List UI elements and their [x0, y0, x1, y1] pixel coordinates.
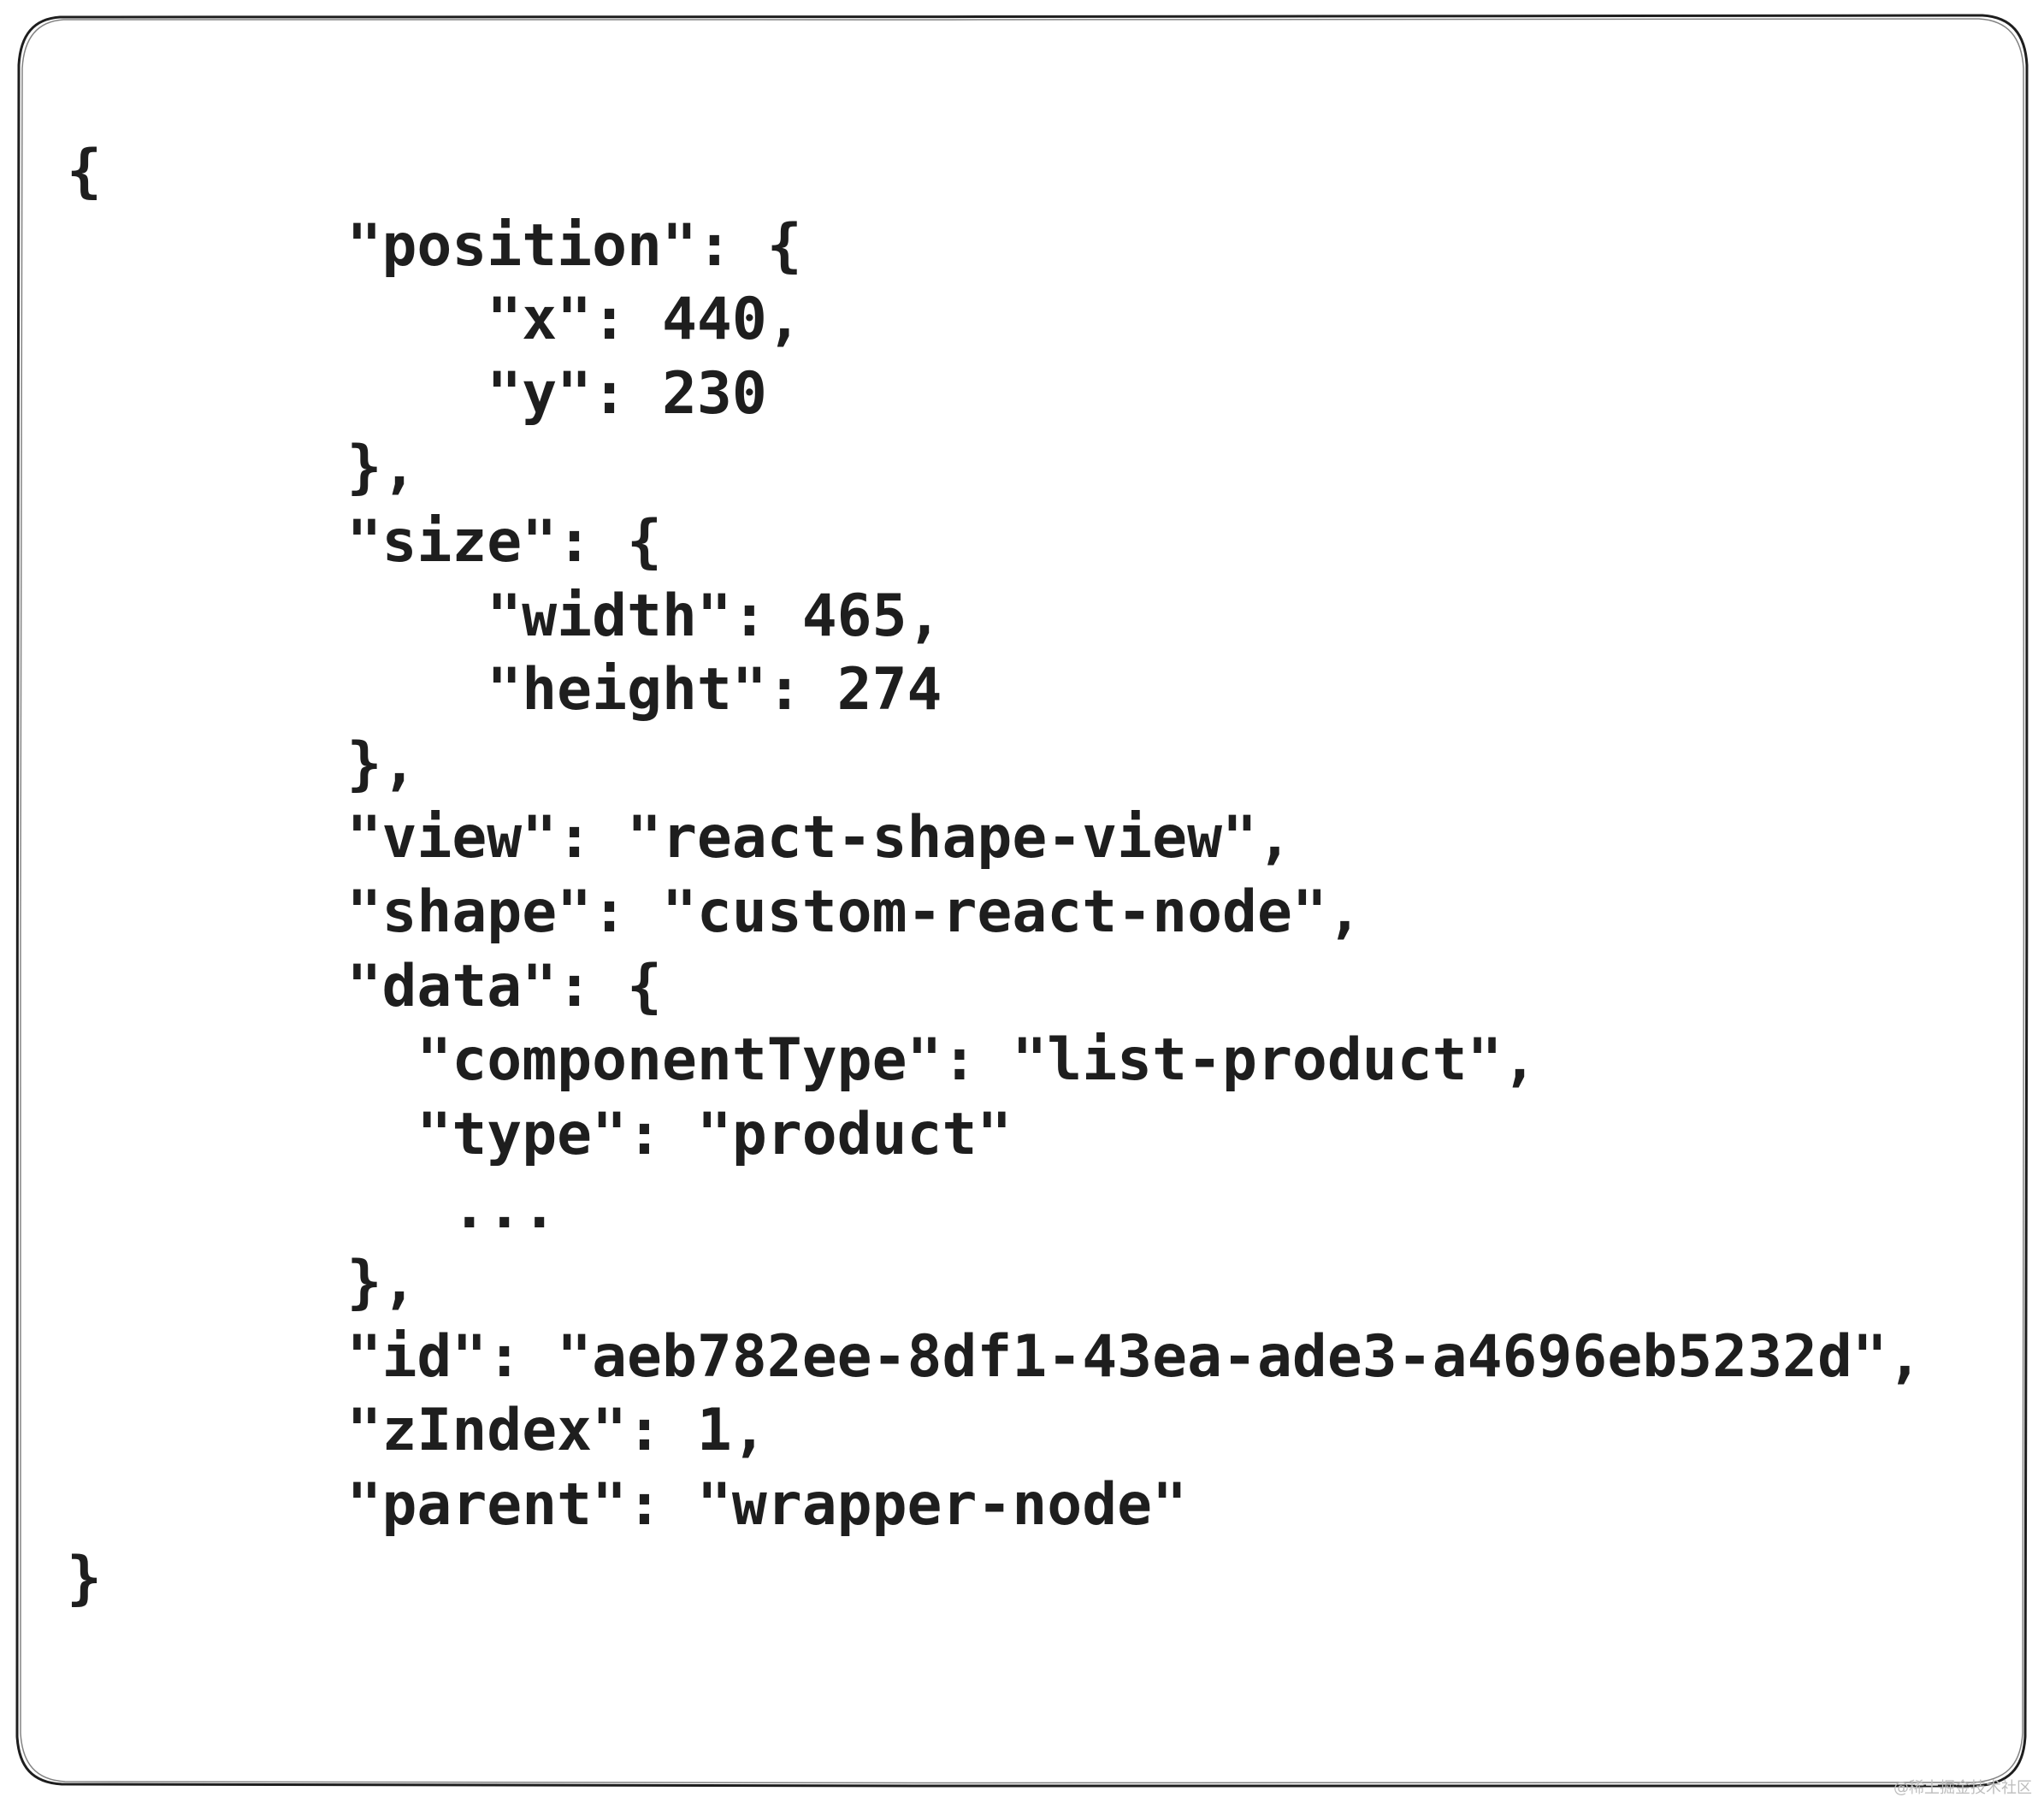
code-line: }, [67, 1249, 417, 1316]
code-line: "id": "aeb782ee-8df1-43ea-ade3-a4696eb52… [67, 1323, 1923, 1391]
code-line: "position": { [67, 212, 802, 280]
code-line: }, [67, 730, 417, 798]
code-line: "view": "react-shape-view", [67, 804, 1292, 872]
code-line: "x": 440, [67, 286, 802, 353]
code-line: "zIndex": 1, [67, 1397, 767, 1464]
watermark-text: @稀土掘金技术社区 [1893, 1779, 2032, 1797]
code-line: "parent": "wrapper-node" [67, 1471, 1188, 1539]
code-line: "componentType": "list-product", [67, 1026, 1538, 1094]
code-line: "size": { [67, 508, 662, 576]
code-line: "y": 230 [67, 360, 767, 428]
code-line: "shape": "custom-react-node", [67, 878, 1362, 946]
code-line: { [67, 138, 102, 205]
code-line: } [67, 1545, 102, 1612]
code-line: ... [67, 1174, 558, 1242]
code-line: "type": "product" [67, 1101, 1013, 1168]
code-line: "data": { [67, 953, 662, 1020]
code-line: "height": 274 [67, 656, 942, 724]
code-line: }, [67, 434, 417, 501]
code-line: "width": 465, [67, 582, 942, 650]
